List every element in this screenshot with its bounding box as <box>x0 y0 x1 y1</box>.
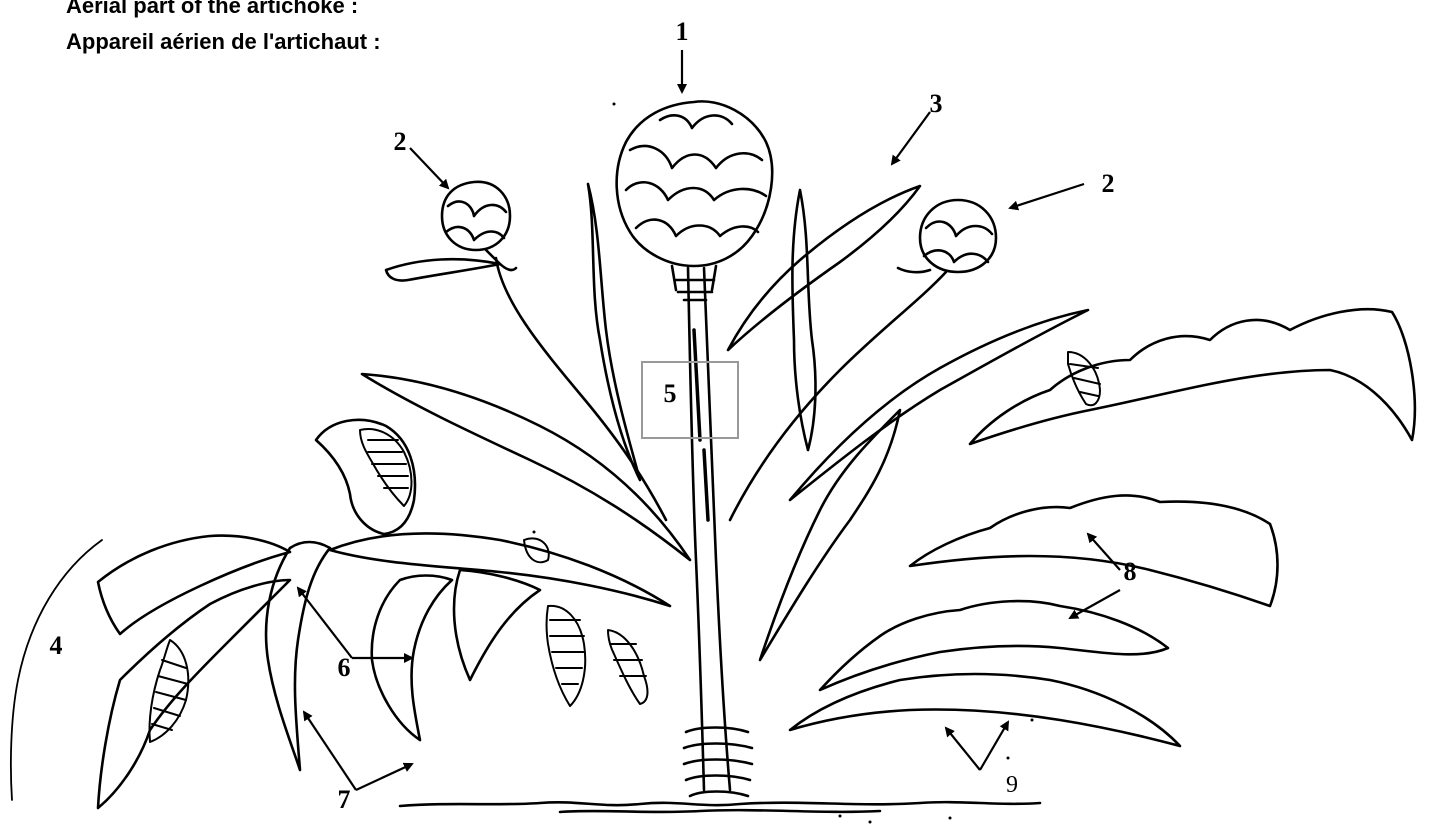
label-4: 4 <box>50 631 63 660</box>
label-7: 7 <box>338 785 351 814</box>
label-5: 5 <box>664 379 677 408</box>
ground-line <box>400 802 1040 806</box>
plant-height-bracket <box>11 540 102 800</box>
arrow-8a <box>1088 534 1120 570</box>
arrow-2-left <box>410 148 448 188</box>
right-spiny-leaf-upper <box>970 309 1415 444</box>
left-center-leaf <box>330 533 670 606</box>
label-3: 3 <box>930 89 943 118</box>
right-mid-leaf <box>790 310 1088 500</box>
arrow-2-right <box>1010 184 1084 208</box>
stem-base <box>684 728 752 797</box>
left-small-head <box>442 182 666 520</box>
central-artichoke-head <box>617 101 773 300</box>
arrow-7a <box>304 712 356 790</box>
right-inner-leaf <box>760 410 900 660</box>
upper-right-long-leaf <box>728 186 920 350</box>
label-2-right: 2 <box>1102 169 1115 198</box>
right-spiny-leaf-low <box>820 601 1168 690</box>
label-6: 6 <box>338 653 351 682</box>
left-spiny-leaf-lower <box>98 580 290 808</box>
specks <box>533 103 1034 824</box>
arrow-3 <box>892 112 930 164</box>
ground-line-lower <box>560 810 880 812</box>
label-2-left: 2 <box>394 127 407 156</box>
arrow-9a <box>946 728 980 770</box>
label-8: 8 <box>1124 557 1137 586</box>
left-mid-leaf <box>362 374 690 560</box>
right-spiny-leaf-mid <box>910 495 1278 606</box>
main-stem-right <box>704 268 730 790</box>
left-upper-leaf <box>386 259 500 280</box>
arrow-7b <box>356 764 412 790</box>
label-1: 1 <box>676 17 689 46</box>
right-spiny-leaf-bottom <box>790 674 1180 746</box>
left-spiny-leaf-mid <box>454 570 540 680</box>
arrow-6a <box>298 588 352 658</box>
arrow-9b <box>980 722 1008 770</box>
label-9: 9 <box>1006 772 1018 798</box>
